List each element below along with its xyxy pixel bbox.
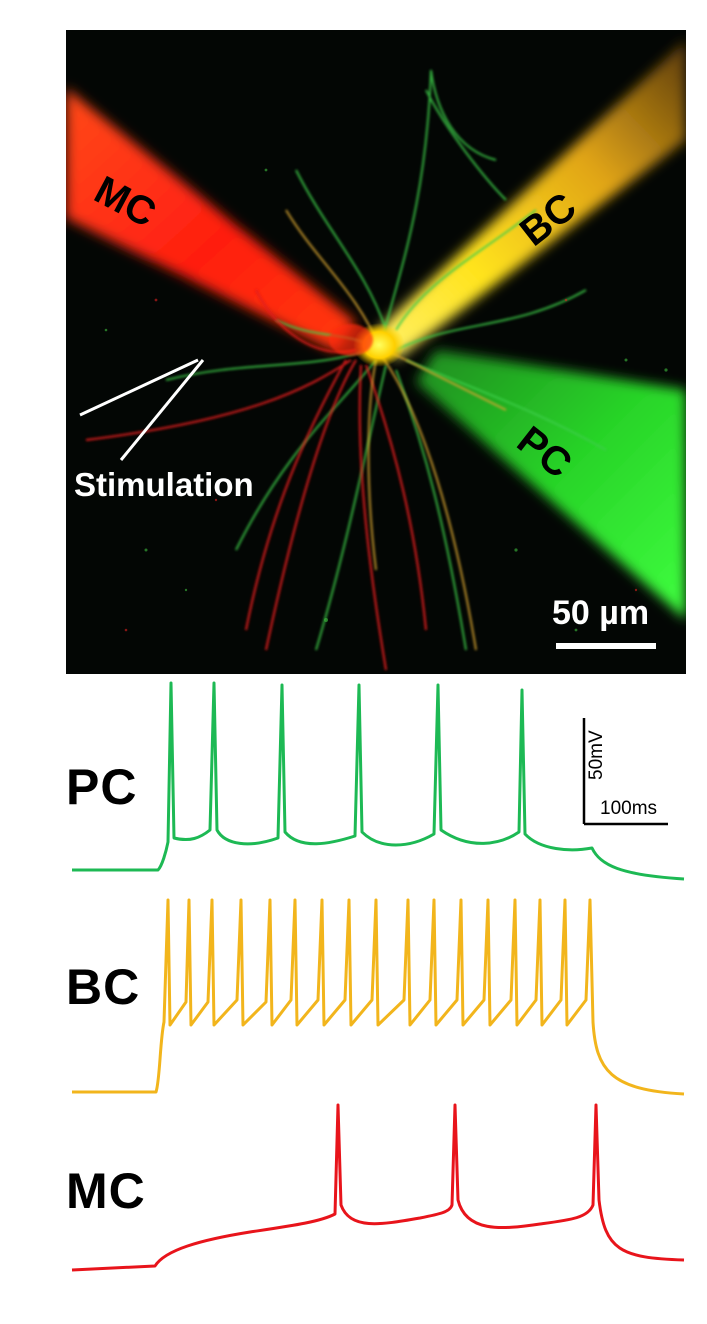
voltage-scale-label: 50mV [586, 730, 607, 780]
bc-trace-label: BC [66, 959, 141, 1015]
speckle [104, 168, 668, 632]
mc-trace-label: MC [66, 1163, 146, 1219]
pc-trace [72, 681, 685, 881]
stimulation-pointer [79, 358, 205, 461]
mc-soma [329, 324, 373, 356]
mc-trace [71, 1103, 685, 1272]
stimulation-label: Stimulation [74, 466, 254, 503]
bc-trace [72, 898, 685, 1096]
time-scale-label: 100ms [600, 798, 658, 819]
trace-scale-bar [582, 718, 668, 826]
pc-pipette [416, 350, 686, 620]
bc-pipette [378, 40, 686, 360]
pc-trace-label: PC [66, 759, 138, 815]
scale-bar-label: 50 µm [552, 594, 650, 632]
mc-pipette [66, 88, 356, 352]
voltage-traces [71, 681, 685, 1272]
scale-bar [556, 643, 656, 649]
green-dendrites [165, 69, 607, 651]
microscopy-image [66, 30, 686, 674]
